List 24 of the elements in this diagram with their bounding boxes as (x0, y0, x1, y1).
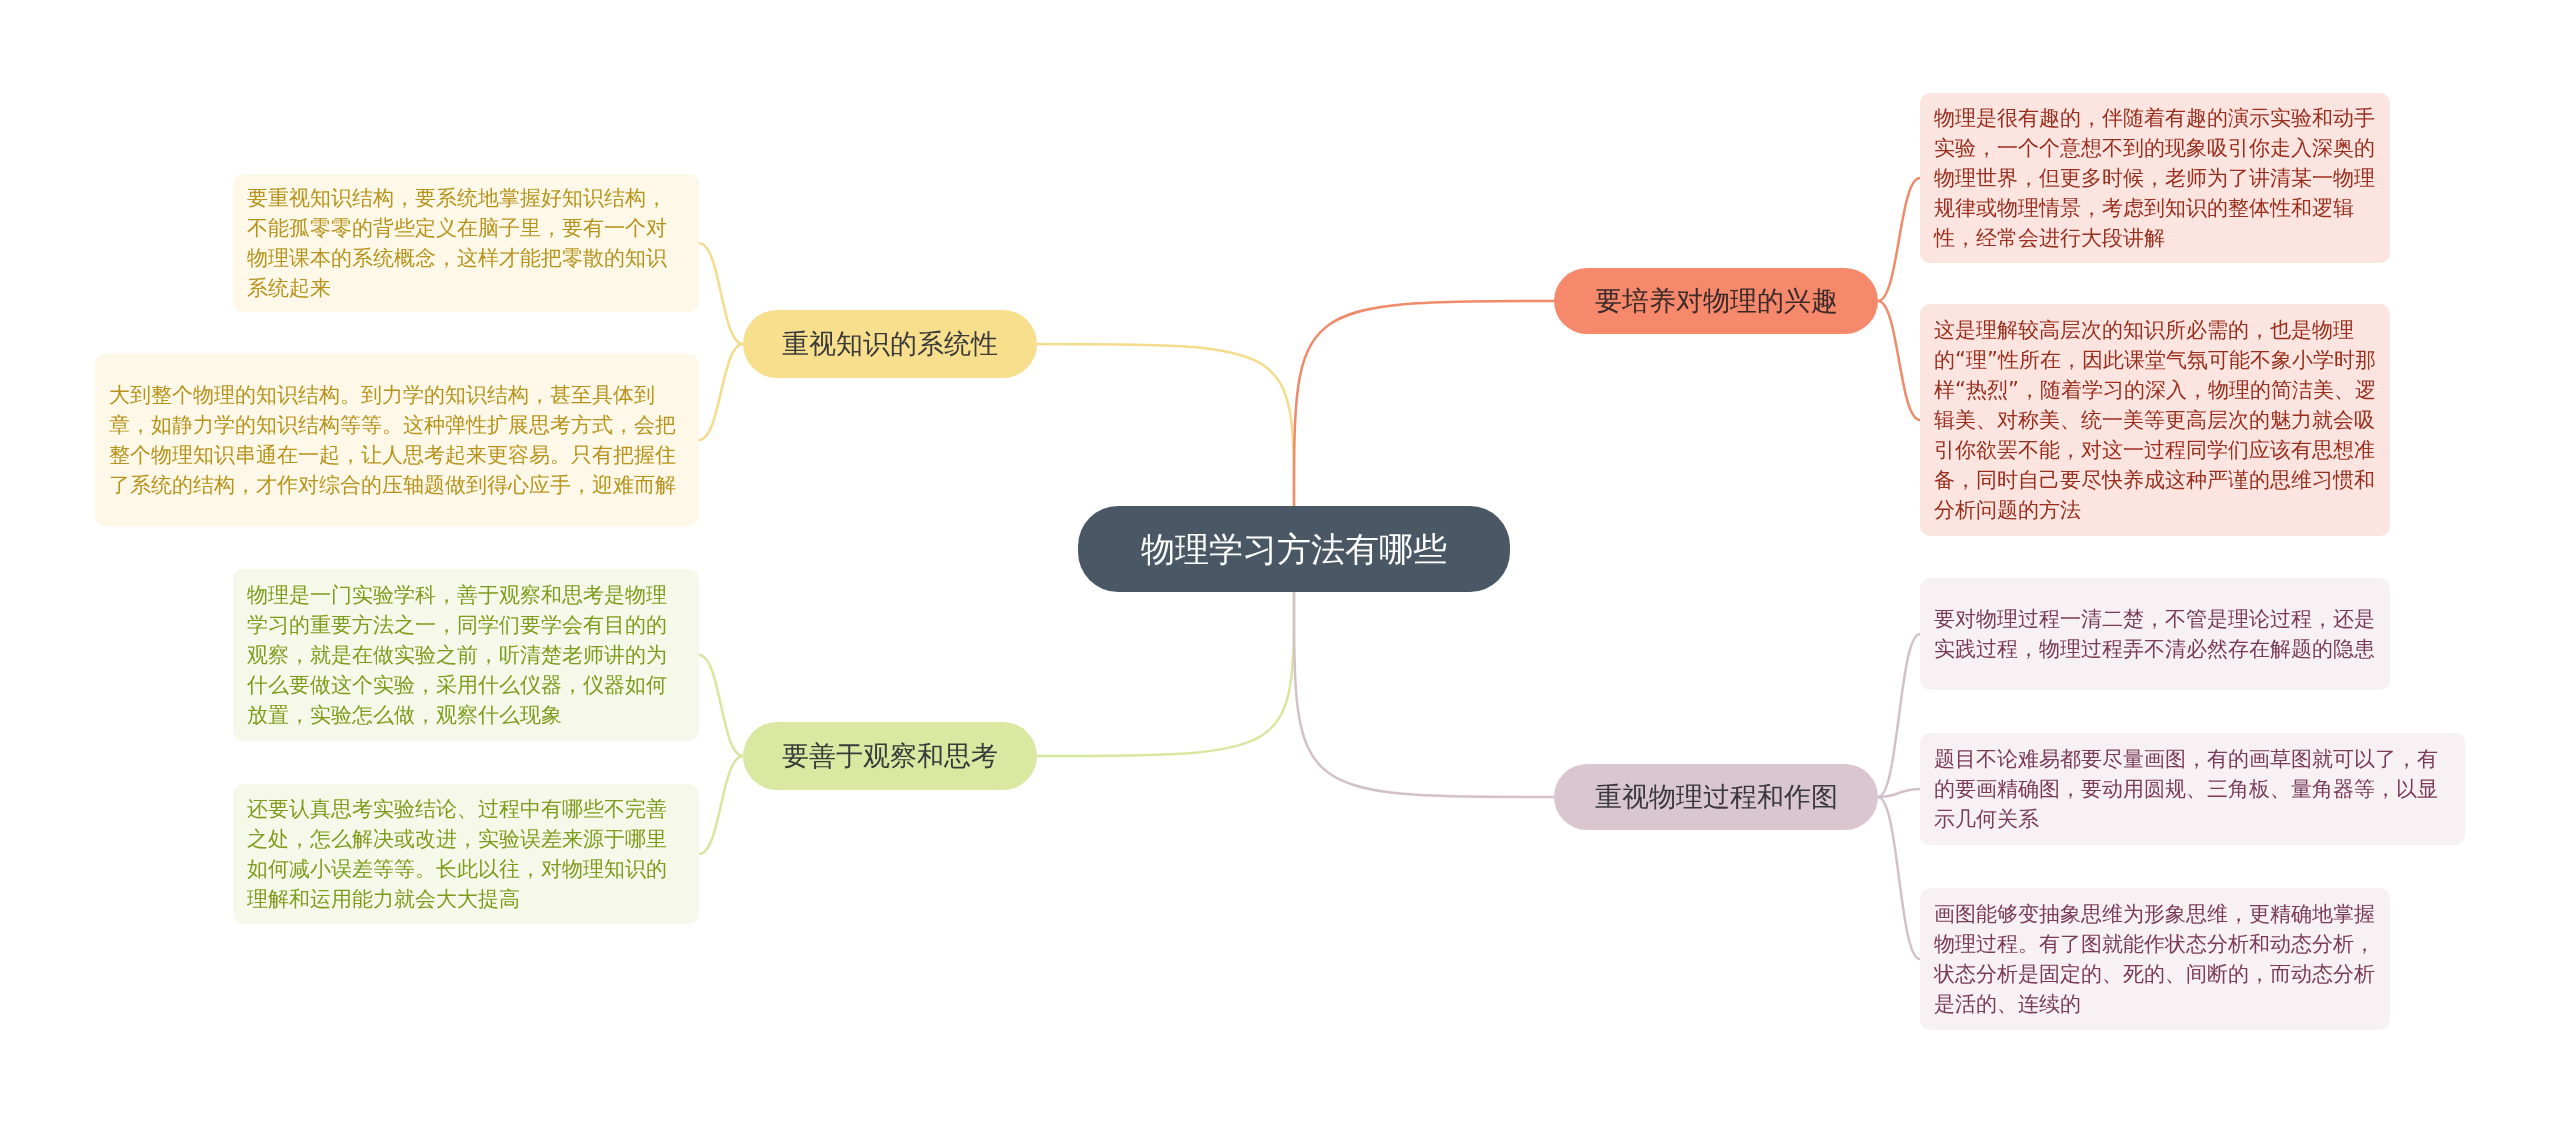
connector-line (1877, 176, 1921, 303)
connector-line (1877, 299, 1921, 422)
note-card: 大到整个物理的知识结构。到力学的知识结构，甚至具体到章，如静力学的知识结构等等。这种弹性扩展思考方式，会把整个物理知识串通在一起，让人思考起来更容易。只有把握住了系统的结构，才作对综合的压轴题做到得心应手，迎难而解 (95, 354, 699, 526)
branch-topic: 要培养对物理的兴趣 (1554, 268, 1878, 334)
connector-line (698, 241, 744, 346)
connector-line (1877, 795, 1921, 961)
connector-line (1292, 592, 1554, 799)
branch-topic: 要善于观察和思考 (743, 722, 1037, 790)
note-card: 题目不论难易都要尽量画图，有的画草图就可以了，有的要画精确图，要动用圆规、三角板、量角器等，以显示几何关系 (1920, 733, 2465, 845)
connector-line (1877, 632, 1921, 799)
note-card: 物理是一门实验学科，善于观察和思考是物理学习的重要方法之一，同学们要学会有目的的观察，就是在做实验之前，听清楚老师讲的为什么要做这个实验，采用什么仪器，仪器如何放置，实验怎么做，观察什么现象 (233, 569, 699, 741)
note-card: 画图能够变抽象思维为形象思维，更精确地掌握物理过程。有了图就能作状态分析和动态分析，状态分析是固定的、死的、间断的，而动态分析是活的、连续的 (1920, 888, 2390, 1030)
note-card: 还要认真思考实验结论、过程中有哪些不完善之处，怎么解决或改进，实验误差来源于哪里如何减小误差等等。长此以往，对物理知识的理解和运用能力就会大大提高 (233, 784, 699, 924)
note-card: 这是理解较高层次的知识所必需的，也是物理的“理”性所在，因此课堂气氛可能不象小学时那样“热烈”，随着学习的深入，物理的简洁美、逻辑美、对称美、统一美等更高层次的魅力就会吸引你欲罢不能，对这一过程同学们应该有思想准备，同时自己要尽快养成这种严谨的思维习惯和分析问题的方法 (1920, 304, 2390, 536)
branch-topic: 重视物理过程和作图 (1554, 764, 1878, 830)
note-card: 要对物理过程一清二楚，不管是理论过程，还是实践过程，物理过程弄不清必然存在解题的隐患 (1920, 578, 2390, 690)
connector-line (698, 754, 744, 856)
note-card: 物理是很有趣的，伴随着有趣的演示实验和动手实验，一个个意想不到的现象吸引你走入深奥的物理世界，但更多时候，老师为了讲清某一物理规律或物理情景，考虑到知识的整体性和逻辑性，经常会进行大段讲解 (1920, 93, 2390, 263)
note-card: 要重视知识结构，要系统地掌握好知识结构，不能孤零零的背些定义在脑子里，要有一个对物理课本的系统概念，这样才能把零散的知识系统起来 (233, 174, 699, 312)
connector-line (698, 342, 744, 442)
connector-line (698, 653, 744, 758)
connector-line (1292, 299, 1554, 506)
branch-topic: 重视知识的系统性 (743, 310, 1037, 378)
central-topic: 物理学习方法有哪些 (1078, 506, 1510, 592)
